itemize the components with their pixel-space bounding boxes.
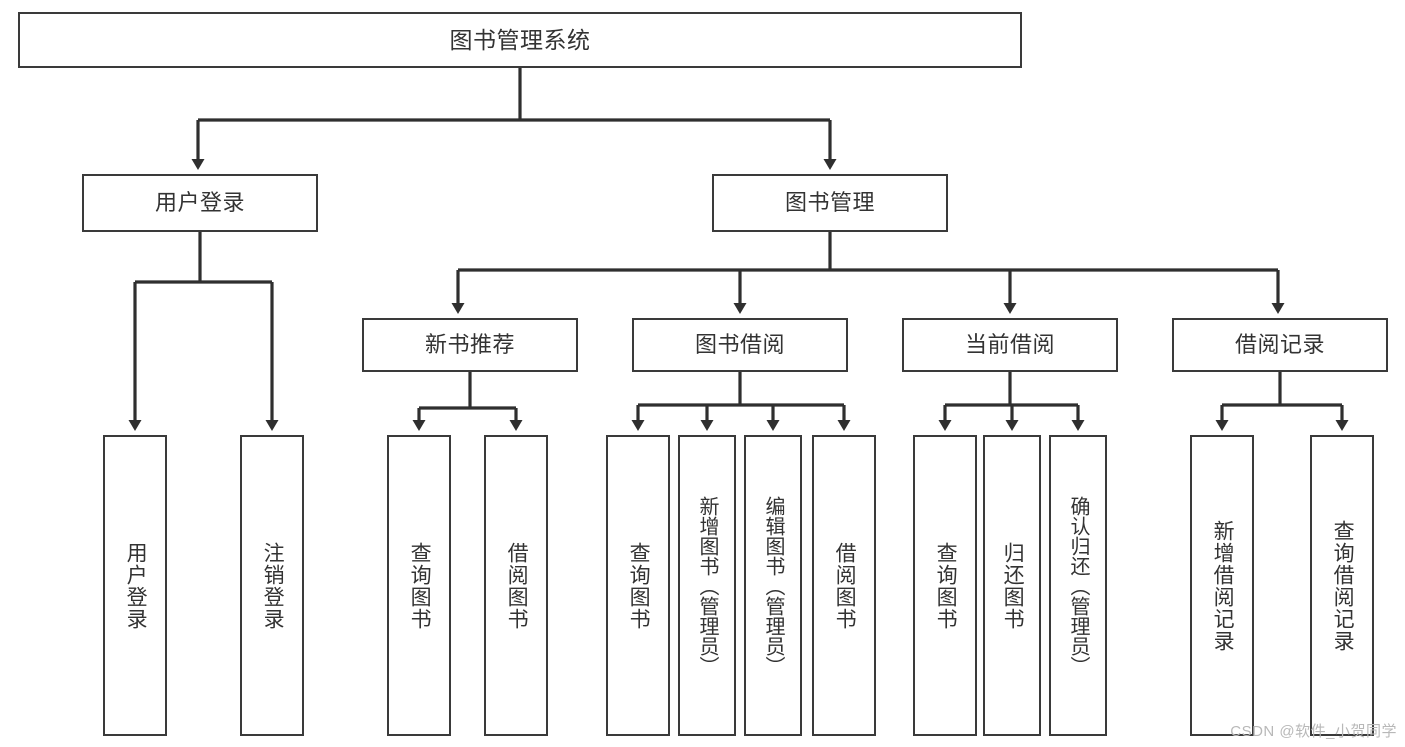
node-label: 注销登录 — [261, 541, 285, 630]
node-label: 查询借阅记录 — [1331, 519, 1355, 652]
node-new-book-recommend[interactable]: 新书推荐 — [362, 318, 578, 372]
leaf-query-book-current[interactable]: 查询图书 — [913, 435, 977, 736]
node-label: 图书管理系统 — [449, 26, 591, 53]
node-root[interactable]: 图书管理系统 — [18, 12, 1022, 68]
node-book-management[interactable]: 图书管理 — [712, 174, 948, 232]
node-label: 确认归还（管理员） — [1067, 495, 1089, 676]
leaf-borrow-book-recommend[interactable]: 借阅图书 — [484, 435, 548, 736]
node-label: 借阅图书 — [505, 541, 529, 630]
node-label: 查询图书 — [408, 541, 432, 630]
node-label: 用户登录 — [154, 190, 245, 215]
leaf-query-borrow-record[interactable]: 查询借阅记录 — [1310, 435, 1374, 736]
leaf-borrow-book[interactable]: 借阅图书 — [812, 435, 876, 736]
node-label: 图书管理 — [784, 190, 875, 215]
node-user-login[interactable]: 用户登录 — [82, 174, 318, 232]
node-label: 编辑图书（管理员） — [762, 495, 784, 676]
node-label: 查询图书 — [627, 541, 651, 630]
leaf-query-book-recommend[interactable]: 查询图书 — [387, 435, 451, 736]
leaf-edit-book-admin[interactable]: 编辑图书（管理员） — [744, 435, 802, 736]
leaf-logout[interactable]: 注销登录 — [240, 435, 304, 736]
leaf-confirm-return-admin[interactable]: 确认归还（管理员） — [1049, 435, 1107, 736]
node-label: 新增图书（管理员） — [696, 495, 718, 676]
node-label: 借阅记录 — [1234, 332, 1325, 357]
node-label: 新增借阅记录 — [1211, 519, 1235, 652]
node-label: 新书推荐 — [424, 332, 515, 357]
leaf-query-book-borrow[interactable]: 查询图书 — [606, 435, 670, 736]
csdn-watermark: CSDN @软件_小贺同学 — [1230, 723, 1397, 740]
leaf-add-borrow-record[interactable]: 新增借阅记录 — [1190, 435, 1254, 736]
node-book-borrow[interactable]: 图书借阅 — [632, 318, 848, 372]
node-current-borrow[interactable]: 当前借阅 — [902, 318, 1118, 372]
node-label: 当前借阅 — [964, 332, 1055, 357]
leaf-user-login[interactable]: 用户登录 — [103, 435, 167, 736]
node-label: 图书借阅 — [694, 332, 785, 357]
node-label: 查询图书 — [934, 541, 958, 630]
node-label: 借阅图书 — [833, 541, 857, 630]
node-borrow-record[interactable]: 借阅记录 — [1172, 318, 1388, 372]
leaf-add-book-admin[interactable]: 新增图书（管理员） — [678, 435, 736, 736]
node-label: 归还图书 — [1001, 541, 1025, 630]
node-label: 用户登录 — [124, 541, 148, 630]
leaf-return-book[interactable]: 归还图书 — [983, 435, 1041, 736]
